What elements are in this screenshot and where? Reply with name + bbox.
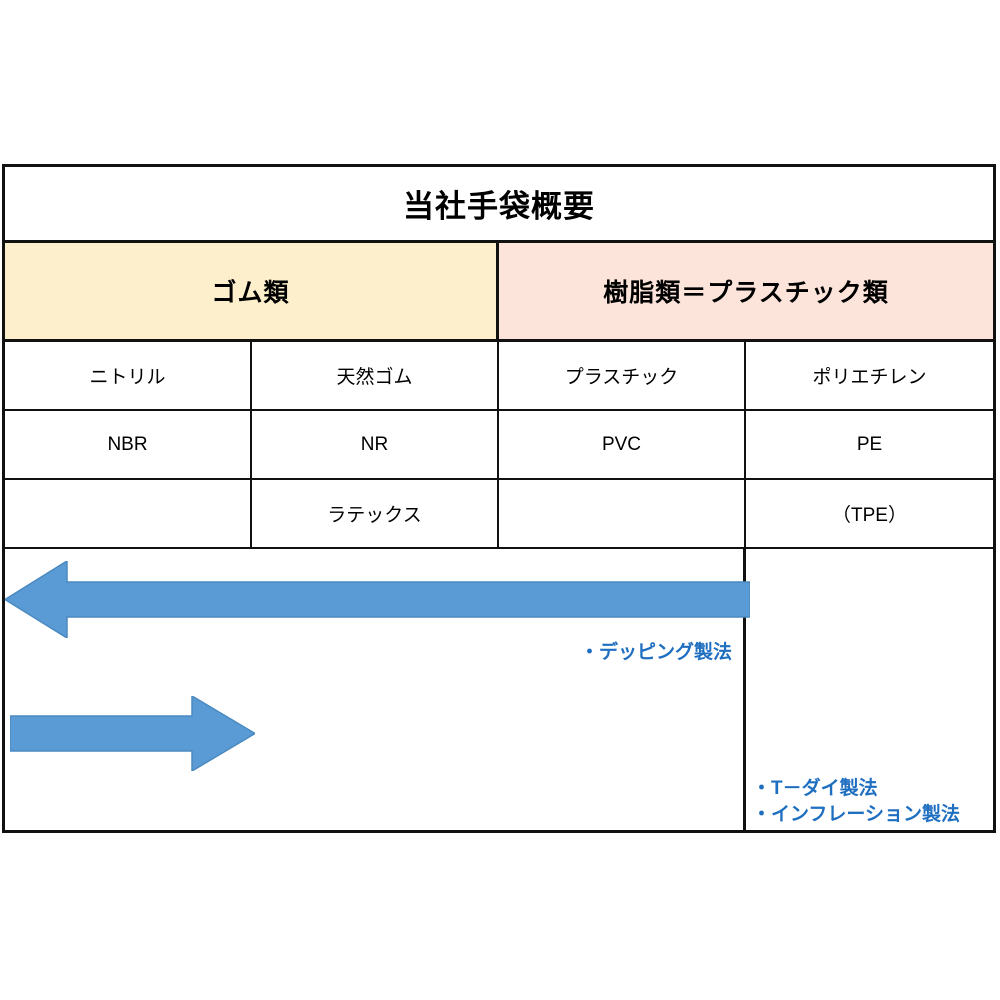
material-name-nitrile: ニトリル [89, 367, 166, 388]
extra-cell-2: ラテックス [252, 480, 499, 549]
extra-cell-4: （TPE） [746, 480, 993, 549]
note-dipping-process: ・デッピング製法 [580, 642, 733, 663]
material-name-polyethylene: ポリエチレン [812, 367, 927, 388]
extra-cell-1 [5, 480, 252, 549]
process-region: ・デッピング製法 ・T－ダイ製法 ・インフレーション製法 [5, 549, 993, 830]
extra-tpe: （TPE） [832, 505, 907, 526]
table-title-cell: 当社手袋概要 [5, 167, 993, 243]
category-label-rubber: ゴム類 [211, 279, 290, 307]
material-name-plastic: プラスチック [564, 367, 679, 388]
abbrev-cell-2: NR [252, 411, 499, 480]
material-name-cell-3: プラスチック [499, 342, 746, 411]
note-inflation-process: ・インフレーション製法 [752, 804, 961, 825]
category-label-resin: 樹脂類＝プラスチック類 [603, 279, 889, 307]
extra-latex: ラテックス [327, 505, 422, 526]
abbrev-nr: NR [360, 433, 389, 455]
category-header-rubber: ゴム類 [5, 243, 499, 342]
extra-cell-3 [499, 480, 746, 549]
abbrev-pe: PE [856, 433, 883, 455]
glove-overview-table: 当社手袋概要 ゴム類 樹脂類＝プラスチック類 ニトリル 天然ゴム プラスチック … [2, 164, 996, 833]
abbrev-cell-4: PE [746, 411, 993, 480]
process-region-left [5, 549, 746, 830]
abbrev-nbr: NBR [107, 433, 148, 455]
abbrev-cell-1: NBR [5, 411, 252, 480]
arrow-right-icon [10, 696, 255, 771]
abbrev-cell-3: PVC [499, 411, 746, 480]
material-name-cell-2: 天然ゴム [252, 342, 499, 411]
material-name-natural-rubber: 天然ゴム [336, 367, 413, 388]
note-tdie-process: ・T－ダイ製法 [752, 778, 878, 799]
abbrev-pvc: PVC [601, 433, 642, 455]
material-name-cell-4: ポリエチレン [746, 342, 993, 411]
category-header-resin: 樹脂類＝プラスチック類 [499, 243, 993, 342]
material-name-cell-1: ニトリル [5, 342, 252, 411]
page-title: 当社手袋概要 [403, 189, 595, 224]
arrow-left-icon [5, 561, 750, 638]
